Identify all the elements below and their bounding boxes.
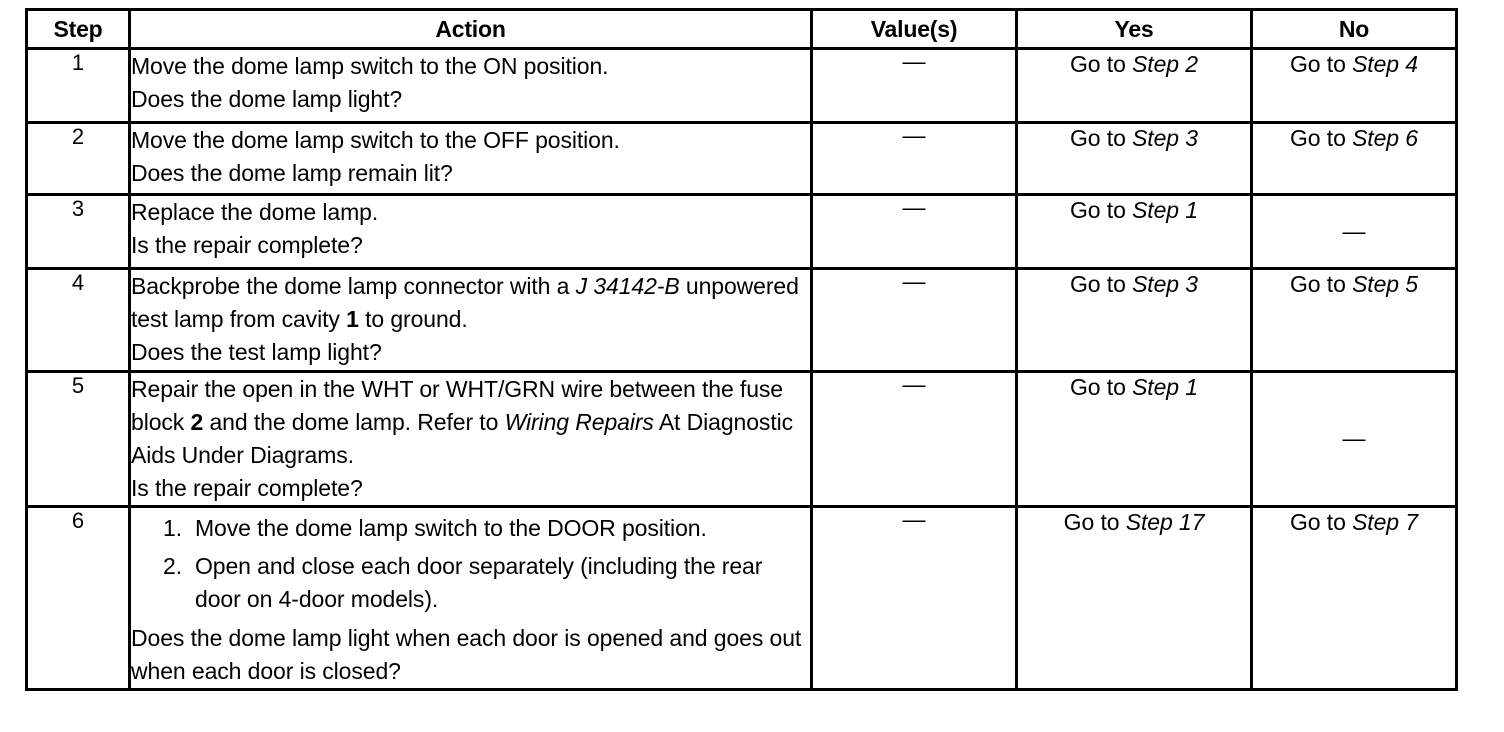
value-cell: — xyxy=(810,267,1018,373)
substep-number: 2. xyxy=(163,553,182,579)
no-branch-cell: — xyxy=(1250,193,1458,270)
yes-branch-cell: Go to Step 2 xyxy=(1015,47,1253,124)
value-dash: — xyxy=(902,122,926,148)
no-branch-dash: — xyxy=(1342,425,1366,451)
yes-branch-cell: Go to Step 3 xyxy=(1015,267,1253,373)
column-header-step: Step xyxy=(25,8,131,50)
yes-branch-text: Go to Step 3 xyxy=(1070,125,1198,151)
column-header-yes: Yes xyxy=(1015,8,1253,50)
step-number: 6 xyxy=(25,505,131,691)
yes-branch-text: Go to Step 2 xyxy=(1070,51,1198,77)
no-branch-cell: — xyxy=(1250,370,1458,508)
yes-branch-cell: Go to Step 3 xyxy=(1015,121,1253,196)
action-cell: Replace the dome lamp. Is the repair com… xyxy=(128,193,813,270)
value-dash: — xyxy=(902,194,926,220)
no-branch-cell: Go to Step 6 xyxy=(1250,121,1458,196)
yes-branch-text: Go to Step 1 xyxy=(1070,374,1198,400)
yes-branch-text: Go to Step 1 xyxy=(1070,197,1198,223)
substep-text: Move the dome lamp switch to the DOOR po… xyxy=(195,515,707,541)
value-cell: — xyxy=(810,370,1018,508)
action-substep: 2. Open and close each door separately (i… xyxy=(131,550,810,616)
no-branch-text: Go to Step 4 xyxy=(1290,51,1418,77)
step-number: 4 xyxy=(25,267,131,373)
no-branch-text: Go to Step 7 xyxy=(1290,509,1418,535)
column-header-action: Action xyxy=(128,8,813,50)
action-cell: Move the dome lamp switch to the ON posi… xyxy=(128,47,813,124)
yes-branch-cell: Go to Step 1 xyxy=(1015,193,1253,270)
step-number: 1 xyxy=(25,47,131,124)
action-line: Move the dome lamp switch to the ON posi… xyxy=(131,53,609,79)
action-question: Does the dome lamp light when each door … xyxy=(131,625,802,684)
action-cell: Backprobe the dome lamp connector with a… xyxy=(128,267,813,373)
step-number: 5 xyxy=(25,370,131,508)
no-branch-cell: Go to Step 4 xyxy=(1250,47,1458,124)
no-branch-cell: Go to Step 7 xyxy=(1250,505,1458,691)
action-line: Replace the dome lamp. xyxy=(131,199,379,225)
value-dash: — xyxy=(902,48,926,74)
substep-text: Open and close each door separately (inc… xyxy=(195,553,763,612)
value-cell: — xyxy=(810,193,1018,270)
action-cell: 1. Move the dome lamp switch to the DOOR … xyxy=(128,505,813,691)
action-question: Does the dome lamp light? xyxy=(131,86,403,112)
table-row: 3 Replace the dome lamp. Is the repair c… xyxy=(25,193,1458,270)
action-substep: 1. Move the dome lamp switch to the DOOR … xyxy=(131,512,810,545)
action-line: Move the dome lamp switch to the OFF pos… xyxy=(131,127,620,153)
yes-branch-text: Go to Step 3 xyxy=(1070,271,1198,297)
action-cell: Move the dome lamp switch to the OFF pos… xyxy=(128,121,813,196)
action-cell: Repair the open in the WHT or WHT/GRN wi… xyxy=(128,370,813,508)
table-row: 1 Move the dome lamp switch to the ON po… xyxy=(25,47,1458,124)
action-substep-list: 1. Move the dome lamp switch to the DOOR … xyxy=(131,512,810,616)
value-cell: — xyxy=(810,121,1018,196)
diagnostic-table: Step Action Value(s) Yes No 1 Move the d… xyxy=(25,8,1458,691)
action-question: Is the repair complete? xyxy=(131,232,363,258)
value-cell: — xyxy=(810,505,1018,691)
action-paragraph: Repair the open in the WHT or WHT/GRN wi… xyxy=(131,376,794,468)
substep-number: 1. xyxy=(163,515,182,541)
table-row: 2 Move the dome lamp switch to the OFF p… xyxy=(25,121,1458,196)
no-branch-dash: — xyxy=(1342,217,1366,244)
table-row: 6 1. Move the dome lamp switch to the DOO… xyxy=(25,505,1458,691)
action-paragraph: Backprobe the dome lamp connector with a… xyxy=(131,273,799,332)
action-question: Is the repair complete? xyxy=(131,475,363,501)
table-header-row: Step Action Value(s) Yes No xyxy=(25,8,1458,50)
no-branch-cell: Go to Step 5 xyxy=(1250,267,1458,373)
no-branch-text: Go to Step 6 xyxy=(1290,125,1418,151)
yes-branch-text: Go to Step 17 xyxy=(1063,509,1205,535)
column-header-values: Value(s) xyxy=(810,8,1018,50)
table-row: 4 Backprobe the dome lamp connector with… xyxy=(25,267,1458,373)
column-header-no: No xyxy=(1250,8,1458,50)
action-question: Does the dome lamp remain lit? xyxy=(131,160,453,186)
value-dash: — xyxy=(902,371,926,397)
value-cell: — xyxy=(810,47,1018,124)
yes-branch-cell: Go to Step 17 xyxy=(1015,505,1253,691)
step-number: 2 xyxy=(25,121,131,196)
yes-branch-cell: Go to Step 1 xyxy=(1015,370,1253,508)
value-dash: — xyxy=(902,506,926,532)
no-branch-text: Go to Step 5 xyxy=(1290,271,1418,297)
table-row: 5 Repair the open in the WHT or WHT/GRN … xyxy=(25,370,1458,508)
action-question: Does the test lamp light? xyxy=(131,339,382,365)
value-dash: — xyxy=(902,268,926,294)
step-number: 3 xyxy=(25,193,131,270)
